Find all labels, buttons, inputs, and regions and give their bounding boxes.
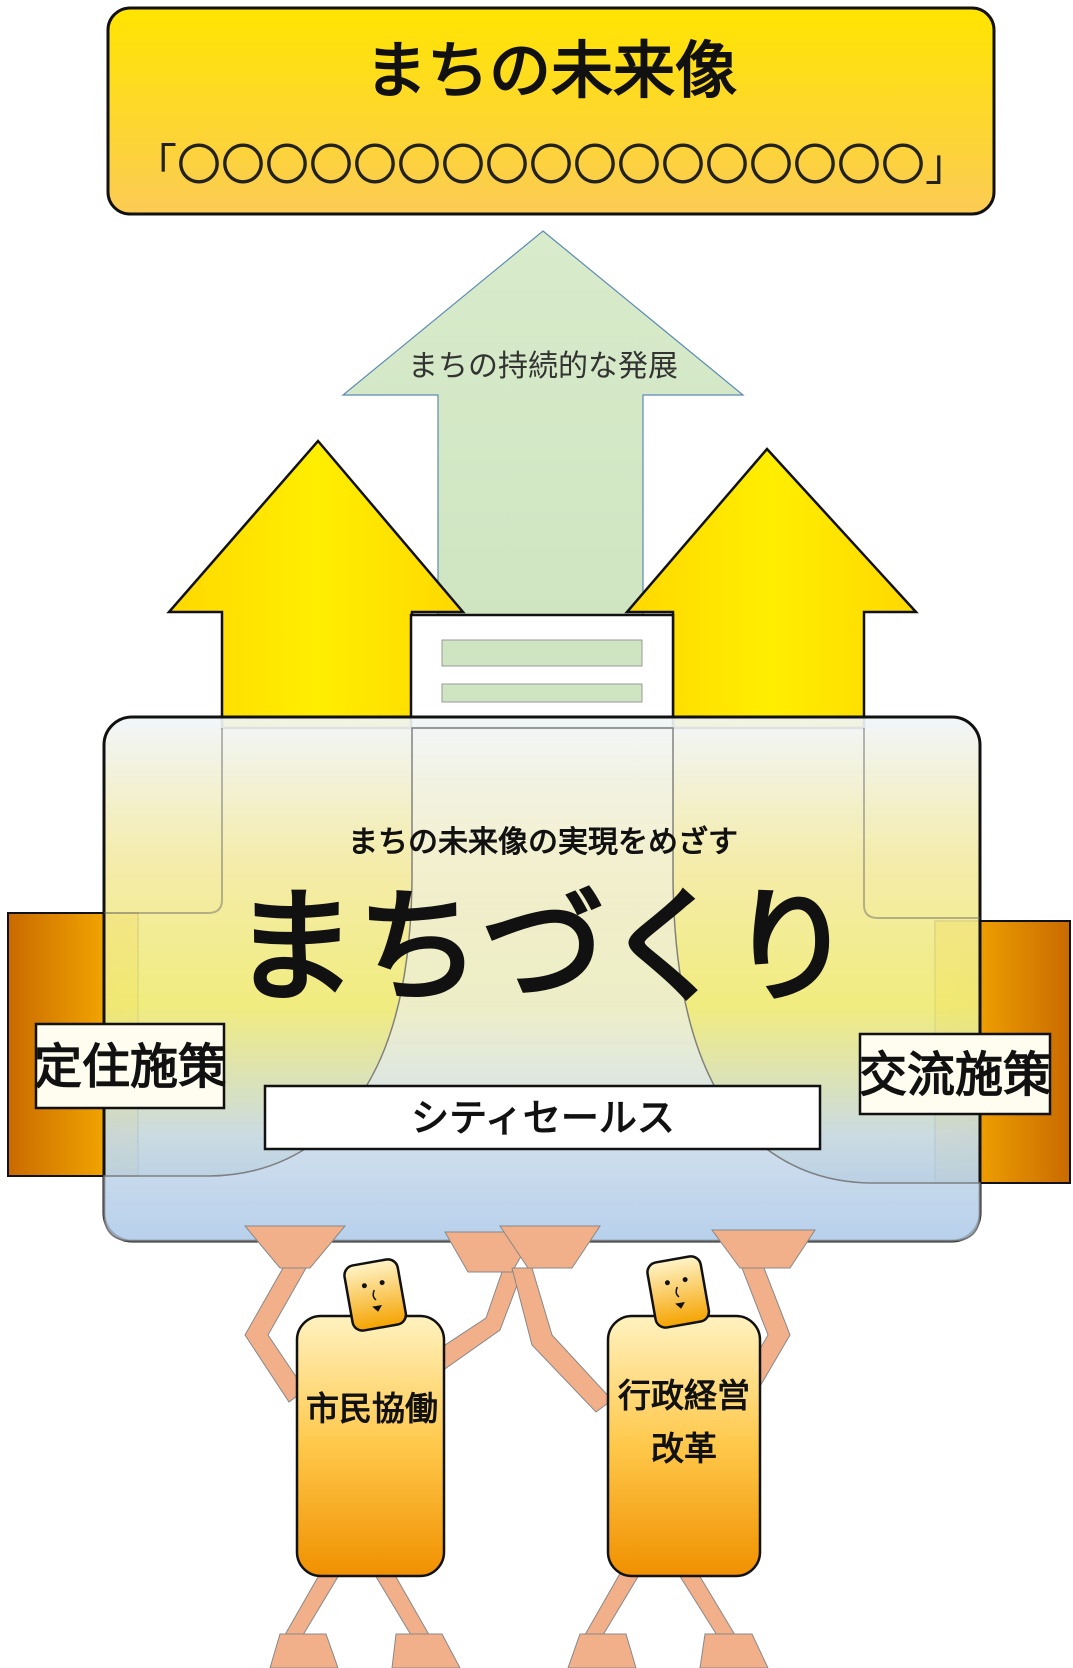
hand-3 <box>499 1225 601 1269</box>
foot-1 <box>269 1633 339 1668</box>
vision-title: まちの未来像 <box>365 34 737 107</box>
side-label-right: 交流施策 <box>858 1032 1052 1116</box>
leg-3 <box>581 1569 643 1641</box>
figure-1-label: 市民協働 <box>306 1389 438 1428</box>
arm-3 <box>511 1267 613 1413</box>
growth-arrow-label: まちの持続的な発展 <box>408 349 678 384</box>
main-box-title: まちづくり <box>233 876 853 1020</box>
leg-4 <box>675 1569 739 1641</box>
vision-subtitle: 「〇〇〇〇〇〇〇〇〇〇〇〇〇〇〇〇〇」 <box>133 140 969 191</box>
leg-1 <box>281 1569 343 1641</box>
figures: 市民協働 行政経営 改革 <box>243 1225 816 1668</box>
figure-2-label-line-1: 行政経営 <box>617 1376 750 1415</box>
foot-2 <box>391 1633 461 1668</box>
side-label-left-text: 定住施策 <box>34 1039 226 1095</box>
city-sales-bar <box>263 1084 822 1151</box>
leg-2 <box>371 1569 433 1641</box>
figure-citizen: 市民協働 <box>295 1258 446 1578</box>
foot-3 <box>567 1633 637 1668</box>
ladder <box>409 613 675 730</box>
side-label-left: 定住施策 <box>34 1022 226 1110</box>
figure-2-head <box>646 1255 711 1329</box>
foot-4 <box>699 1633 769 1668</box>
side-label-right-text: 交流施策 <box>859 1047 1051 1103</box>
main-box-caption: まちの未来像の実現をめざす <box>348 825 738 860</box>
figure-2-label-line-2: 改革 <box>651 1429 717 1468</box>
city-sales-label: シティセールス <box>411 1096 675 1140</box>
figure-1-head <box>343 1258 408 1332</box>
hand-1 <box>243 1225 347 1269</box>
main-box: まちの未来像の実現をめざす まちづくり シティセールス <box>102 715 982 1243</box>
hand-4 <box>711 1229 816 1269</box>
vision-banner: まちの未来像 「〇〇〇〇〇〇〇〇〇〇〇〇〇〇〇〇〇」 <box>106 6 996 216</box>
figure-admin: 行政経営 改革 <box>606 1255 762 1578</box>
